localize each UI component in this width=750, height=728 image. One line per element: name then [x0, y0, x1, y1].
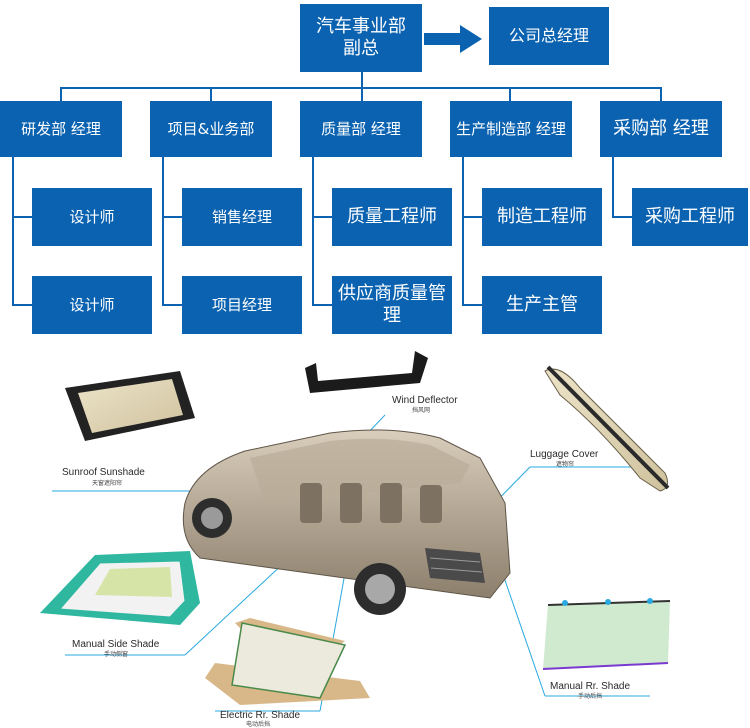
vp-subtitle: 副总	[343, 38, 379, 59]
dept-label: 研发部 经理	[21, 119, 101, 138]
connector	[612, 216, 632, 218]
sub-box: 供应商质量管理	[332, 276, 452, 334]
sub-box: 设计师	[32, 188, 152, 246]
connector	[210, 87, 212, 101]
label-manual-side-shade-cn: 手动侧窗	[104, 650, 128, 658]
connector	[312, 216, 332, 218]
connector	[12, 216, 32, 218]
dept-quality-box: 质量部 经理	[300, 101, 422, 157]
label-wind-deflector: Wind Deflector	[392, 395, 458, 406]
dept-production-box: 生产制造部 经理	[450, 101, 572, 157]
connector	[312, 157, 314, 305]
sub-label: 供应商质量管理	[338, 282, 446, 327]
company-manager-box: 公司总经理	[489, 7, 609, 65]
label-manual-side-shade: Manual Side Shade	[72, 639, 160, 650]
labels: Wind Deflector 挡风网 Sunroof Sunshade 天窗遮阳…	[62, 395, 630, 728]
sub-box: 设计师	[32, 276, 152, 334]
electric-rear-shade-image	[205, 618, 370, 705]
connector	[612, 157, 614, 217]
connector	[361, 72, 363, 88]
dept-purchase-box: 采购部 经理	[600, 101, 722, 157]
car-cutaway	[182, 429, 511, 615]
dept-label: 质量部 经理	[321, 119, 401, 138]
sub-box: 质量工程师	[332, 188, 452, 246]
connector	[462, 157, 464, 305]
sub-label: 销售经理	[211, 207, 272, 226]
sub-box: 制造工程师	[482, 188, 602, 246]
manual-side-shade-image	[40, 551, 200, 625]
sub-label: 设计师	[69, 295, 115, 314]
vp-box: 汽车事业部 副总	[300, 4, 422, 72]
sub-label: 设计师	[69, 207, 115, 226]
label-luggage-cover: Luggage Cover	[530, 449, 599, 460]
connector	[509, 87, 511, 101]
connector	[12, 304, 32, 306]
dept-label: 项目&业务部	[167, 119, 255, 138]
sub-box: 项目经理	[182, 276, 302, 334]
sub-box: 采购工程师	[632, 188, 748, 246]
wind-deflector-image	[305, 351, 428, 393]
connector	[660, 87, 662, 101]
dept-project-box: 项目&业务部	[150, 101, 272, 157]
connector	[462, 216, 482, 218]
label-manual-rear-shade-cn: 手动后挡	[578, 692, 602, 700]
sub-label: 项目经理	[211, 295, 272, 314]
company-manager-label: 公司总经理	[508, 26, 589, 45]
connector	[162, 304, 182, 306]
vp-title: 汽车事业部	[316, 15, 406, 37]
sub-label: 质量工程师	[347, 205, 437, 227]
connector	[60, 87, 62, 101]
luggage-cover-image	[544, 365, 670, 492]
dept-rd-box: 研发部 经理	[0, 101, 122, 157]
product-illustration: Wind Deflector 挡风网 Sunroof Sunshade 天窗遮阳…	[40, 351, 671, 728]
connector	[12, 157, 14, 305]
label-luggage-cover-cn: 遮物帘	[556, 460, 574, 468]
sunroof-sunshade-image	[65, 371, 195, 441]
dept-label: 生产制造部 经理	[456, 119, 566, 138]
dept-label: 采购部 经理	[613, 117, 709, 139]
label-wind-deflector-cn: 挡风网	[412, 406, 430, 414]
sub-box: 生产主管	[482, 276, 602, 334]
connector	[162, 157, 164, 305]
sub-label: 生产主管	[506, 293, 578, 315]
label-electric-rear-shade: Electric Rr. Shade	[220, 710, 300, 721]
connector	[361, 87, 363, 101]
sub-label: 制造工程师	[497, 205, 587, 227]
label-electric-rear-shade-cn: 电动后挡	[246, 720, 270, 728]
label-sunroof-sunshade: Sunroof Sunshade	[62, 467, 145, 478]
sub-label: 采购工程师	[645, 205, 735, 227]
label-sunroof-sunshade-cn: 天窗遮阳帘	[92, 479, 122, 487]
sub-box: 销售经理	[182, 188, 302, 246]
manual-rear-shade-image	[542, 598, 671, 670]
connector	[312, 304, 332, 306]
connector	[162, 216, 182, 218]
arrow-right-icon	[424, 25, 482, 53]
connector	[462, 304, 482, 306]
label-manual-rear-shade: Manual Rr. Shade	[550, 681, 630, 692]
